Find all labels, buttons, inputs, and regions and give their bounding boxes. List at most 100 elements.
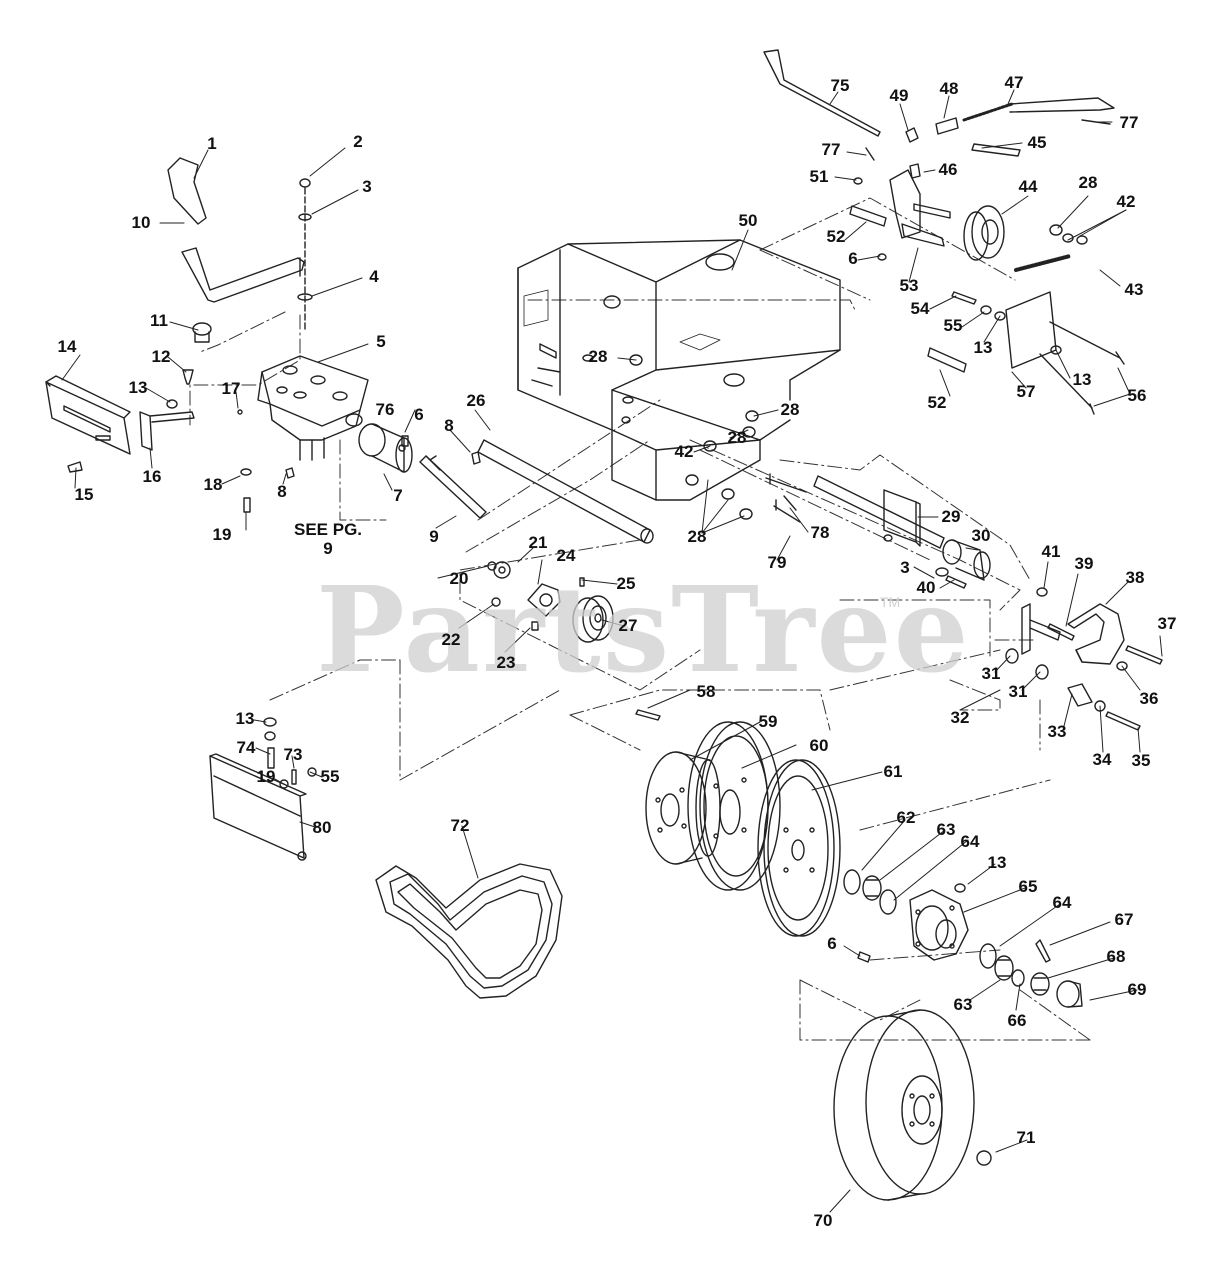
part-6-grease-fitting [401, 435, 409, 447]
part-65-wheel-hub [909, 889, 969, 961]
part-63-bearing-b [994, 955, 1014, 981]
callout-2: 2 [353, 132, 363, 151]
see-page-note-line1: SEE PG. [293, 520, 363, 539]
callout-27: 27 [618, 616, 638, 635]
part-44-idler-pulley [963, 205, 1005, 261]
callout-55-upper: 55 [943, 316, 963, 335]
callout-67: 67 [1114, 910, 1134, 929]
callout-42-upper: 42 [1116, 192, 1136, 211]
callout-40: 40 [916, 578, 936, 597]
part-57-plate [1005, 291, 1057, 369]
part-3-washer-b [935, 567, 949, 577]
callout-54: 54 [910, 299, 930, 318]
part-14-shield [45, 375, 131, 455]
part-61-sheave [757, 759, 841, 937]
callout-62: 62 [896, 808, 916, 827]
callout-44: 44 [1018, 177, 1038, 196]
part-67-cotter-pin [1035, 939, 1051, 963]
callout-63-lower: 63 [953, 995, 973, 1014]
callout-80: 80 [312, 818, 332, 837]
part-6-grease-fitting-b [877, 253, 887, 261]
part-52-spacer-b [927, 347, 967, 373]
callout-41: 41 [1041, 542, 1061, 561]
callout-15: 15 [74, 485, 94, 504]
part-55-nut [980, 305, 992, 315]
callout-77-right: 77 [1119, 113, 1139, 132]
callout-37: 37 [1157, 614, 1177, 633]
part-64-race [879, 889, 897, 915]
part-20-washer [487, 561, 497, 571]
part-50-main-frame [517, 239, 841, 501]
part-77-clip [1081, 119, 1111, 125]
callout-70: 70 [813, 1211, 833, 1230]
callout-24: 24 [556, 546, 576, 565]
callout-36: 36 [1139, 689, 1159, 708]
part-48-pin [935, 117, 959, 135]
callout-3: 3 [362, 177, 372, 196]
callout-13-plate: 13 [973, 338, 993, 357]
part-38-guard [1067, 603, 1125, 665]
part-71-lug-nut [976, 1150, 992, 1166]
part-11-fitting [192, 322, 212, 343]
callout-45: 45 [1027, 133, 1047, 152]
part-12-bolt [182, 369, 194, 385]
callout-28-bottom: 28 [687, 527, 707, 546]
callout-46: 46 [938, 160, 958, 179]
part-80-shield [209, 717, 317, 861]
part-56-bolts [1039, 321, 1121, 409]
callout-13-hub: 13 [987, 853, 1007, 872]
part-29-axle [813, 475, 945, 549]
part-9-shaft [419, 455, 487, 519]
part-46-pivot [909, 163, 921, 179]
callout-22: 22 [441, 630, 461, 649]
part-51-nut [853, 177, 863, 185]
callout-7: 7 [393, 486, 403, 505]
callout-12: 12 [151, 347, 171, 366]
part-5-transmission [257, 355, 369, 461]
parts-33-34-35 [1067, 683, 1141, 731]
callout-28-upper: 28 [1078, 173, 1098, 192]
part-41-nut [1036, 587, 1048, 597]
part-19-bolt [243, 497, 251, 513]
callout-47: 47 [1004, 73, 1024, 92]
part-37-bolt [1125, 645, 1163, 665]
part-18-washer [240, 468, 252, 476]
callout-30: 30 [971, 526, 991, 545]
callout-60: 60 [809, 736, 829, 755]
part-54-bolt [951, 291, 977, 305]
callout-4: 4 [369, 267, 379, 286]
part-53-idler-arm [889, 169, 951, 247]
callout-17: 17 [221, 379, 241, 398]
callout-8-shaft: 8 [444, 416, 454, 435]
callout-66: 66 [1007, 1011, 1027, 1030]
callout-43: 43 [1124, 280, 1144, 299]
callout-31-b: 31 [1008, 682, 1028, 701]
part-64-race-b [979, 943, 997, 969]
callout-28-frame: 28 [588, 347, 608, 366]
callout-52-upper: 52 [826, 227, 846, 246]
part-31-bracket [1005, 603, 1061, 680]
part-22-nut [491, 597, 501, 607]
callout-28-mid: 28 [727, 428, 747, 447]
part-62-seal [843, 869, 861, 895]
callout-72: 72 [450, 816, 470, 835]
part-23-bolt [531, 621, 539, 631]
callout-78: 78 [810, 523, 830, 542]
callout-21: 21 [528, 533, 548, 552]
callout-58: 58 [696, 682, 716, 701]
callout-34: 34 [1092, 750, 1112, 769]
part-13-nut-b [994, 311, 1006, 321]
part-39-bolt [1047, 623, 1075, 641]
callout-73: 73 [283, 745, 303, 764]
callout-23: 23 [496, 653, 516, 672]
callout-64-upper: 64 [960, 832, 980, 851]
part-7-coupler [358, 423, 413, 473]
callout-13-right: 13 [1072, 370, 1092, 389]
part-49-fitting [905, 127, 919, 143]
callout-63-upper: 63 [936, 820, 956, 839]
trademark-symbol: TM [880, 594, 901, 610]
part-78-79-bolts [765, 473, 807, 523]
callout-55-shield: 55 [320, 767, 340, 786]
callout-6-coupler: 6 [414, 405, 424, 424]
part-43-spring [1014, 254, 1072, 272]
